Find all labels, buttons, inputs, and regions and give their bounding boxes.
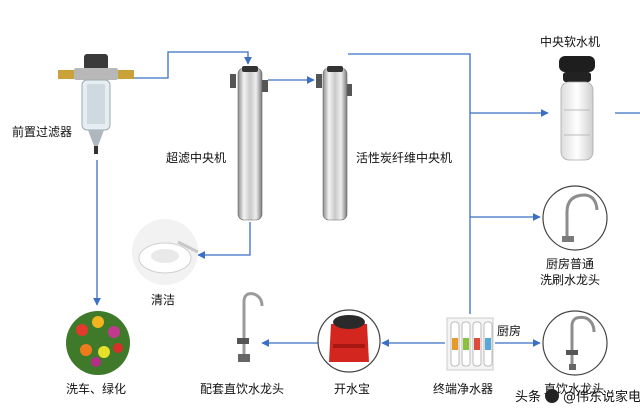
flowers-image	[66, 311, 130, 375]
flow-uf-to-cleaning	[197, 222, 251, 259]
label-kitchen-faucet: 厨房普通 洗刷水龙头	[540, 256, 600, 288]
kitchen-faucet-image	[542, 185, 608, 251]
softener-image	[559, 56, 595, 161]
label-car-green: 洗车、绿化	[66, 382, 127, 396]
label-kitchen-faucet-line1: 厨房普通	[546, 257, 595, 271]
direct-faucet-image	[542, 310, 608, 376]
cleaning-image	[132, 219, 199, 285]
terminal-purifier-image	[446, 317, 494, 371]
watermark: 头条 @伟东说家电	[515, 386, 640, 405]
label-cleaning: 清洁	[151, 293, 176, 307]
label-kettle: 开水宝	[334, 382, 371, 396]
watermark-avatar-icon	[545, 388, 560, 403]
label-prefilter: 前置过滤器	[12, 125, 73, 139]
prefilter-image	[58, 54, 134, 154]
flow-prefilter-to-uf	[125, 51, 252, 79]
flow-carbon-to-right	[348, 53, 471, 314]
label-carbon-central: 活性炭纤维中央机	[356, 151, 453, 165]
label-uf-central: 超滤中央机	[166, 151, 227, 165]
carbon-central-image	[316, 66, 352, 221]
watermark-text: @伟东说家电	[563, 390, 640, 405]
label-kitchen-faucet-line2: 洗刷水龙头	[540, 273, 601, 287]
matching-faucet-image	[237, 292, 264, 362]
label-terminal-purifier: 终端净水器	[433, 382, 494, 396]
watermark-prefix: 头条	[515, 390, 542, 405]
label-matching-faucet: 配套直饮水龙头	[200, 382, 285, 396]
label-kitchen: 厨房	[497, 324, 522, 338]
kettle-image	[317, 309, 381, 373]
flow-lines	[93, 51, 640, 347]
uf-central-image	[230, 66, 268, 221]
label-softener: 中央软水机	[540, 35, 601, 49]
label-direct-faucet: 直饮水龙头	[544, 382, 605, 396]
